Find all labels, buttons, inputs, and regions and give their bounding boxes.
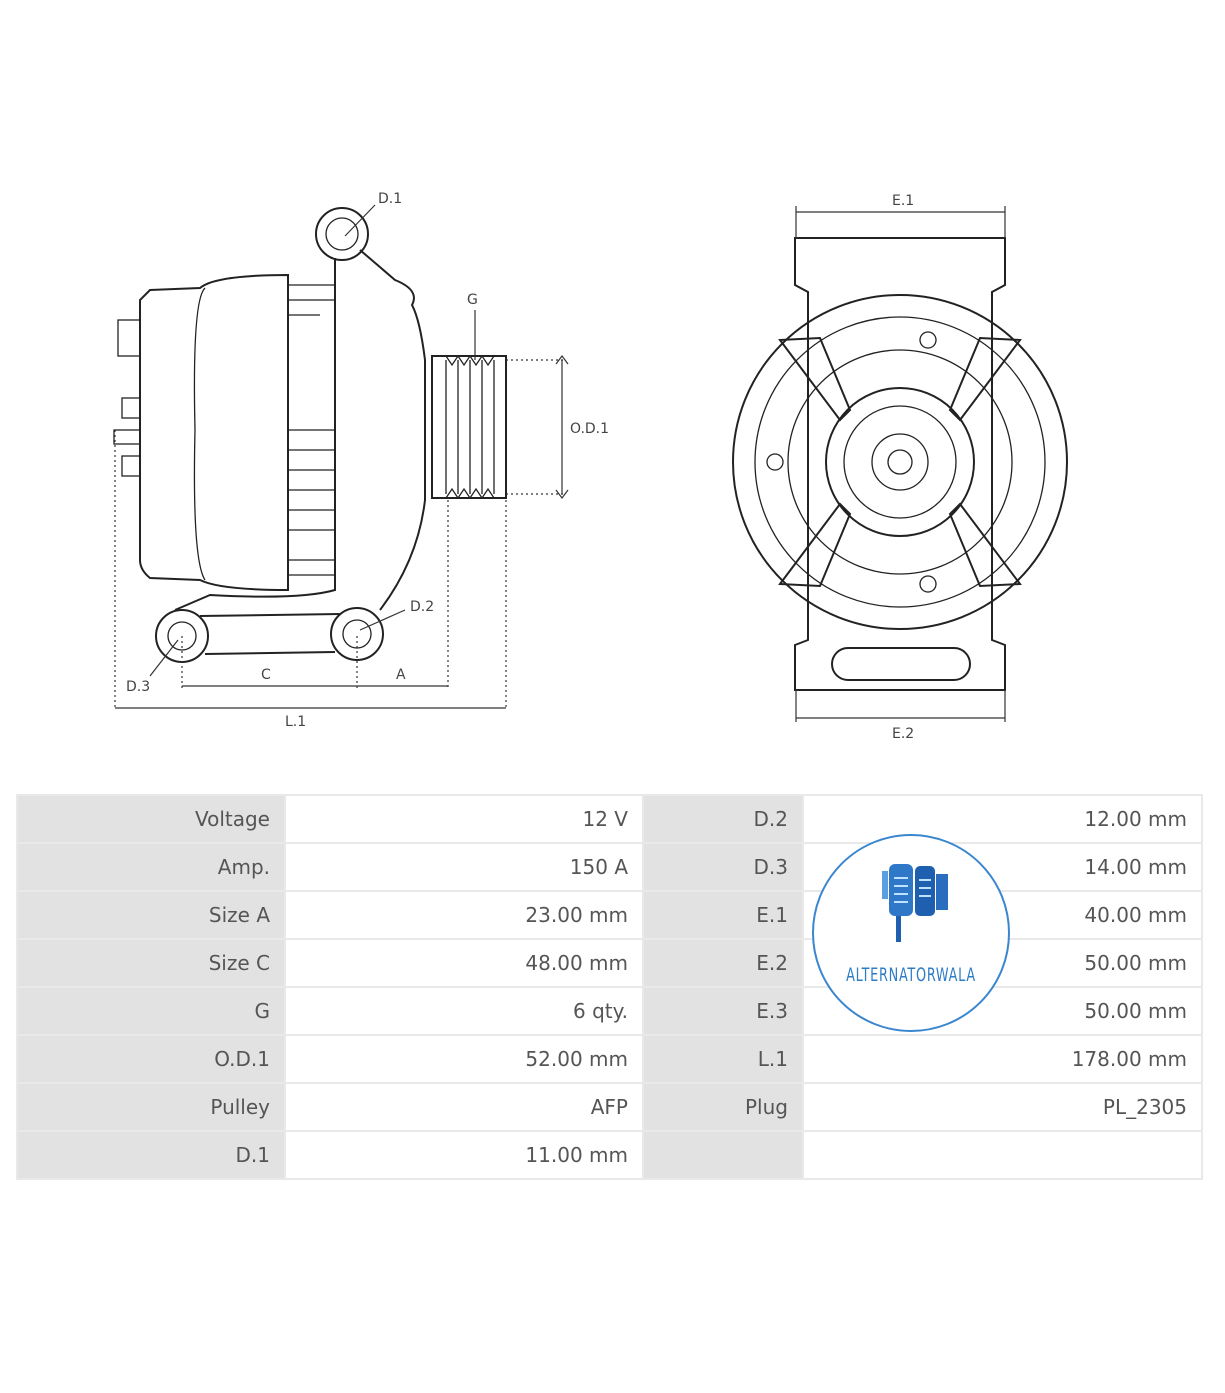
label-od1: O.D.1 (570, 421, 609, 437)
spec-label (644, 1132, 802, 1178)
spec-label: Voltage (18, 796, 284, 842)
spec-value: 52.00 mm (286, 1036, 642, 1082)
label-l1: L.1 (285, 714, 306, 730)
logo-text: ALTERNATORWALA (846, 964, 976, 986)
spec-value: 150 A (286, 844, 642, 890)
spec-value: 12.00 mm (804, 796, 1201, 842)
spec-label: Size C (18, 940, 284, 986)
label-g: G (467, 292, 478, 308)
alternator-dimension-diagram: D.1 G O.D.1 D.2 D.3 C A L.1 E.1 E.2 (113, 191, 1068, 742)
label-d2: D.2 (410, 599, 434, 615)
spec-value (804, 1132, 1201, 1178)
spec-value: 23.00 mm (286, 892, 642, 938)
spec-label: E.2 (644, 940, 802, 986)
spec-value: 11.00 mm (286, 1132, 642, 1178)
spec-label: D.3 (644, 844, 802, 890)
spec-label: Size A (18, 892, 284, 938)
spec-value: 12 V (286, 796, 642, 842)
alternatorwala-logo: ALTERNATORWALA (812, 834, 1010, 1032)
label-a: A (396, 667, 406, 683)
spec-label: Amp. (18, 844, 284, 890)
spec-label: Pulley (18, 1084, 284, 1130)
label-e2: E.2 (892, 726, 914, 742)
spec-label: D.1 (18, 1132, 284, 1178)
spec-label: L.1 (644, 1036, 802, 1082)
spec-label: E.3 (644, 988, 802, 1034)
spec-value: PL_2305 (804, 1084, 1201, 1130)
spec-label: G (18, 988, 284, 1034)
label-e1: E.1 (892, 193, 914, 209)
alternator-icon (882, 864, 948, 942)
side-view (113, 204, 569, 710)
spec-value: AFP (286, 1084, 642, 1130)
spec-value: 6 qty. (286, 988, 642, 1034)
spec-value: 178.00 mm (804, 1036, 1201, 1082)
spec-label: E.1 (644, 892, 802, 938)
spec-label: O.D.1 (18, 1036, 284, 1082)
label-c: C (261, 667, 271, 683)
spec-label: Plug (644, 1084, 802, 1130)
label-d1: D.1 (378, 191, 402, 207)
label-d3: D.3 (126, 679, 150, 695)
spec-value: 48.00 mm (286, 940, 642, 986)
spec-label: D.2 (644, 796, 802, 842)
front-view (732, 206, 1068, 722)
